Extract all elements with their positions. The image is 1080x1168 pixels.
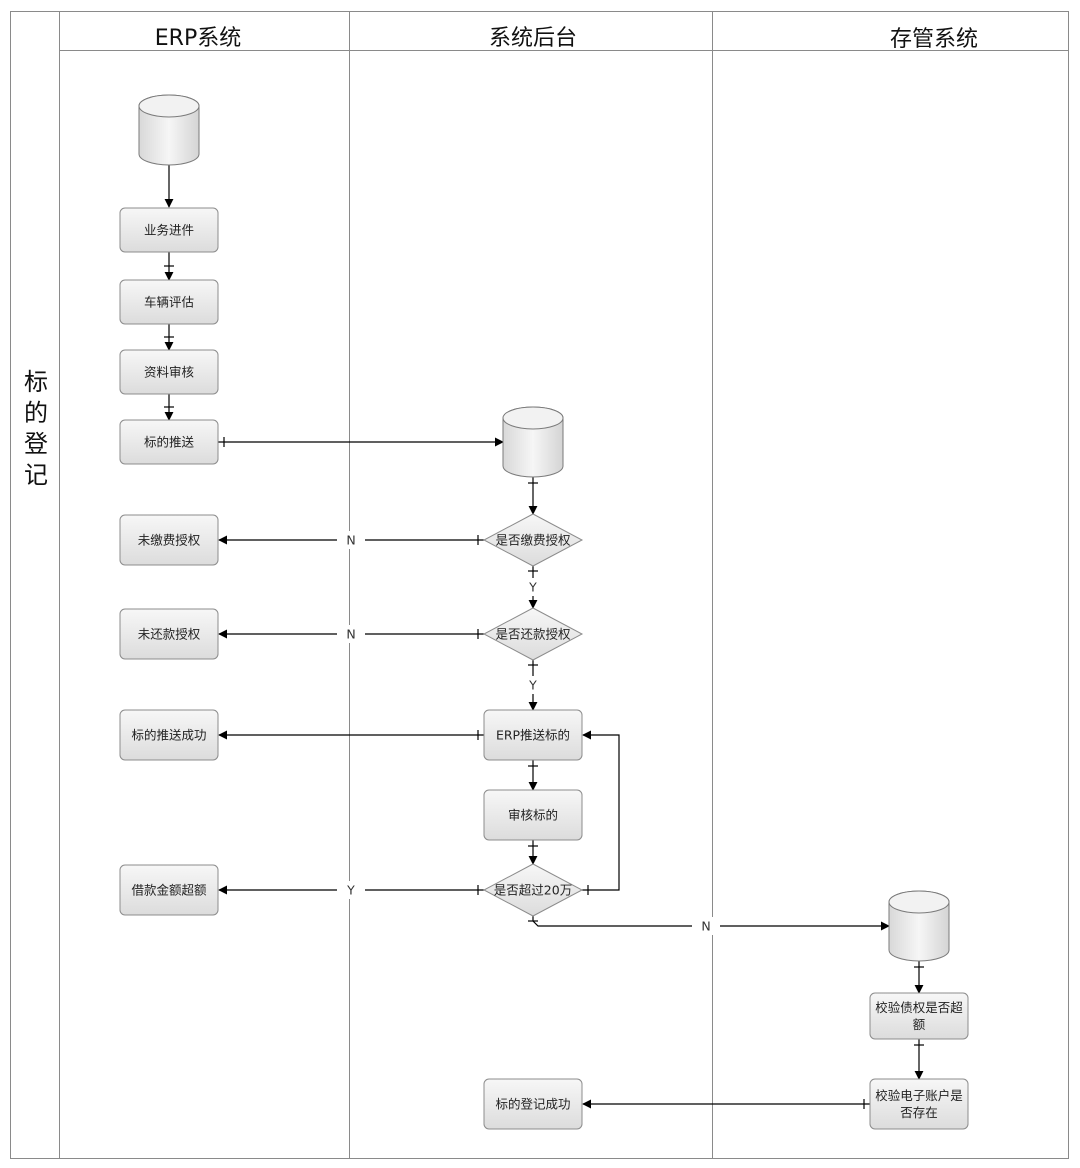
node-label: 标的登记成功 xyxy=(495,1097,570,1112)
pool-title-char-1: 标 xyxy=(24,368,48,396)
node-backend_db xyxy=(502,406,564,478)
process-box xyxy=(869,992,969,1040)
node-label: 校验电子账户是 xyxy=(875,1088,963,1103)
node-label: 是否超过20万 xyxy=(494,883,572,898)
pool-frame xyxy=(10,11,1069,1159)
node-label: 审核标的 xyxy=(508,808,558,823)
edge-label-bg xyxy=(519,676,547,694)
node-label: 是否缴费授权 xyxy=(495,533,571,548)
node-erp_push_target: ERP推送标的 xyxy=(483,709,583,761)
node-label: 资料审核 xyxy=(144,365,195,380)
node-custody_db xyxy=(888,890,950,962)
node-review_target: 审核标的 xyxy=(483,789,583,841)
edge-label: Y xyxy=(528,580,537,595)
lane-title-backend: 系统后台 xyxy=(489,26,577,51)
decision-shape xyxy=(482,607,584,661)
node-label: 额 xyxy=(913,1017,926,1032)
process-box xyxy=(119,608,219,660)
node-label: 未缴费授权 xyxy=(138,533,201,548)
edge-label-bg xyxy=(692,917,720,935)
node-check_fee_auth: 是否缴费授权 xyxy=(482,513,584,567)
pool-title-char-4: 记 xyxy=(24,461,48,489)
node-label: 标的推送 xyxy=(144,435,195,450)
lane-title-custody: 存管系统 xyxy=(890,27,978,52)
node-label: 是否还款授权 xyxy=(495,627,571,642)
node-label: 车辆评估 xyxy=(144,295,194,310)
edge-label: Y xyxy=(346,883,355,898)
edge-labels-layer: N Y N Y Y N xyxy=(337,531,720,935)
process-box xyxy=(119,864,219,916)
node-no_fee_auth: 未缴费授权 xyxy=(119,514,219,566)
node-vehicle_eval: 车辆评估 xyxy=(119,279,219,325)
process-box xyxy=(483,789,583,841)
edge-check_over_20w-to-erp_push_target xyxy=(582,730,620,891)
edge-label: Y xyxy=(528,678,537,693)
process-box xyxy=(119,709,219,761)
node-label: 借款金额超额 xyxy=(131,883,207,898)
edge-label-bg xyxy=(337,531,365,549)
node-check_over_20w: 是否超过20万 xyxy=(482,863,584,917)
node-label: 否存在 xyxy=(900,1105,938,1120)
node-loan_over_limit: 借款金额超额 xyxy=(119,864,219,916)
decision-shape xyxy=(482,863,584,917)
process-box xyxy=(119,207,219,253)
node-erp_start xyxy=(138,94,200,166)
node-label: 标的推送成功 xyxy=(131,728,206,743)
process-box xyxy=(119,514,219,566)
edge-label: N xyxy=(346,627,355,642)
node-label: 业务进件 xyxy=(144,223,194,238)
process-box xyxy=(119,419,219,465)
database-icon-top xyxy=(138,94,200,118)
lane-title-erp: ERP系统 xyxy=(155,26,241,51)
edge-label-bg xyxy=(519,578,547,596)
edge-label: N xyxy=(701,919,710,934)
process-box xyxy=(869,1078,969,1130)
node-target_push: 标的推送 xyxy=(119,419,219,465)
node-label: 校验债权是否超 xyxy=(875,1000,963,1015)
edge-label-bg xyxy=(337,625,365,643)
node-check_repay_auth: 是否还款授权 xyxy=(482,607,584,661)
process-box xyxy=(483,1078,583,1130)
node-doc_review: 资料审核 xyxy=(119,349,219,395)
node-register_success: 标的登记成功 xyxy=(483,1078,583,1130)
pool-title-char-2: 的 xyxy=(24,399,48,427)
edge-label-bg xyxy=(337,881,365,899)
database-icon-top xyxy=(888,890,950,914)
pool-title-char-3: 登 xyxy=(24,430,48,458)
process-box xyxy=(119,349,219,395)
node-label: ERP推送标的 xyxy=(496,728,570,743)
process-box xyxy=(119,279,219,325)
node-biz_entry: 业务进件 xyxy=(119,207,219,253)
node-no_repay_auth: 未还款授权 xyxy=(119,608,219,660)
edge-label: N xyxy=(346,533,355,548)
node-label: 未还款授权 xyxy=(138,627,201,642)
pool-title: 标 的 登 记 xyxy=(24,368,48,489)
node-push_success: 标的推送成功 xyxy=(119,709,219,761)
database-icon-top xyxy=(502,406,564,430)
process-box xyxy=(483,709,583,761)
decision-shape xyxy=(482,513,584,567)
